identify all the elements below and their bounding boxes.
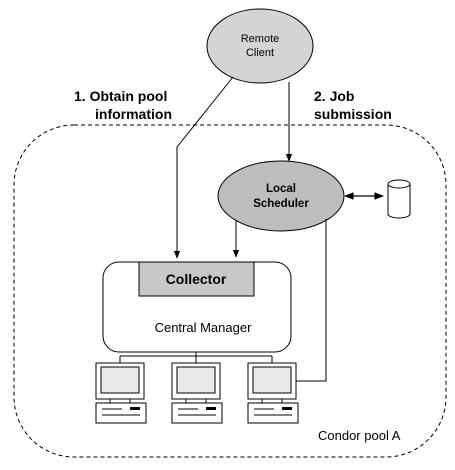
step2-label-line2: submission — [314, 106, 392, 122]
computer-icon — [171, 362, 223, 424]
condor-pool-label: Condor pool A — [318, 428, 401, 443]
local-scheduler-node: Local Scheduler — [217, 160, 345, 232]
computer-icon — [247, 362, 299, 424]
step2-label-line1: 2. Job — [314, 88, 354, 104]
machine-connector-bus — [119, 352, 273, 363]
local-scheduler-label-line2: Scheduler — [253, 198, 309, 210]
step1-label-line1: 1. Obtain pool — [74, 88, 167, 104]
condor-pool-boundary — [13, 124, 447, 458]
remote-client-node: Remote Client — [206, 8, 314, 84]
database-icon — [387, 179, 411, 219]
local-scheduler-label-line1: Local — [266, 183, 296, 195]
central-manager-label: Central Manager — [155, 320, 252, 335]
collector-box: Collector — [138, 261, 255, 297]
computer-icon — [95, 362, 147, 424]
remote-client-label-line1: Remote — [241, 33, 280, 45]
collector-label: Collector — [166, 271, 227, 287]
arrow-obtain-pool-info — [173, 76, 234, 259]
remote-client-label-line2: Client — [246, 47, 274, 59]
step1-label-line2: information — [95, 106, 172, 122]
